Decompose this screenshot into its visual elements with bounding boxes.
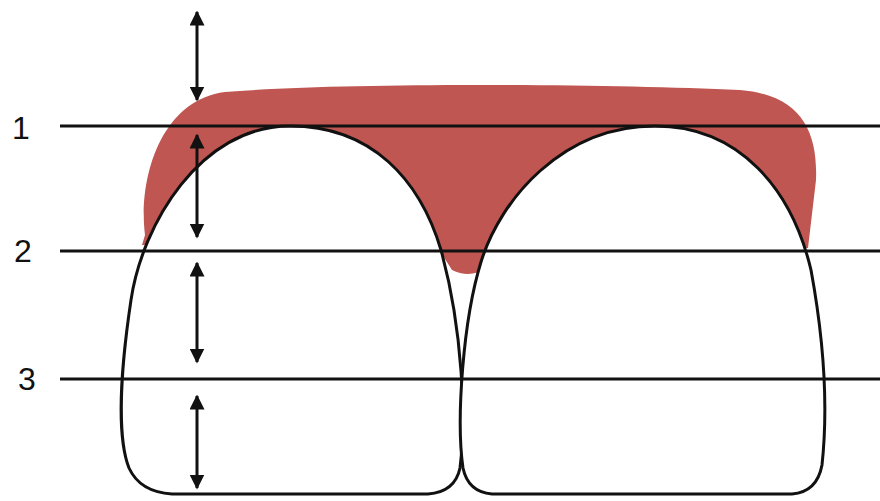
dimension-arrow (196, 135, 199, 237)
line-number: 3 (18, 361, 36, 397)
line-number: 1 (12, 110, 30, 146)
dimension-arrow (196, 396, 199, 488)
reference-line (60, 378, 880, 381)
tooth-crown (460, 126, 824, 494)
line-number: 2 (14, 233, 32, 269)
dimension-arrow (196, 12, 199, 100)
dimension-arrow (196, 263, 199, 362)
tooth-crown (121, 126, 462, 494)
reference-line (60, 125, 880, 128)
reference-line (60, 250, 880, 253)
